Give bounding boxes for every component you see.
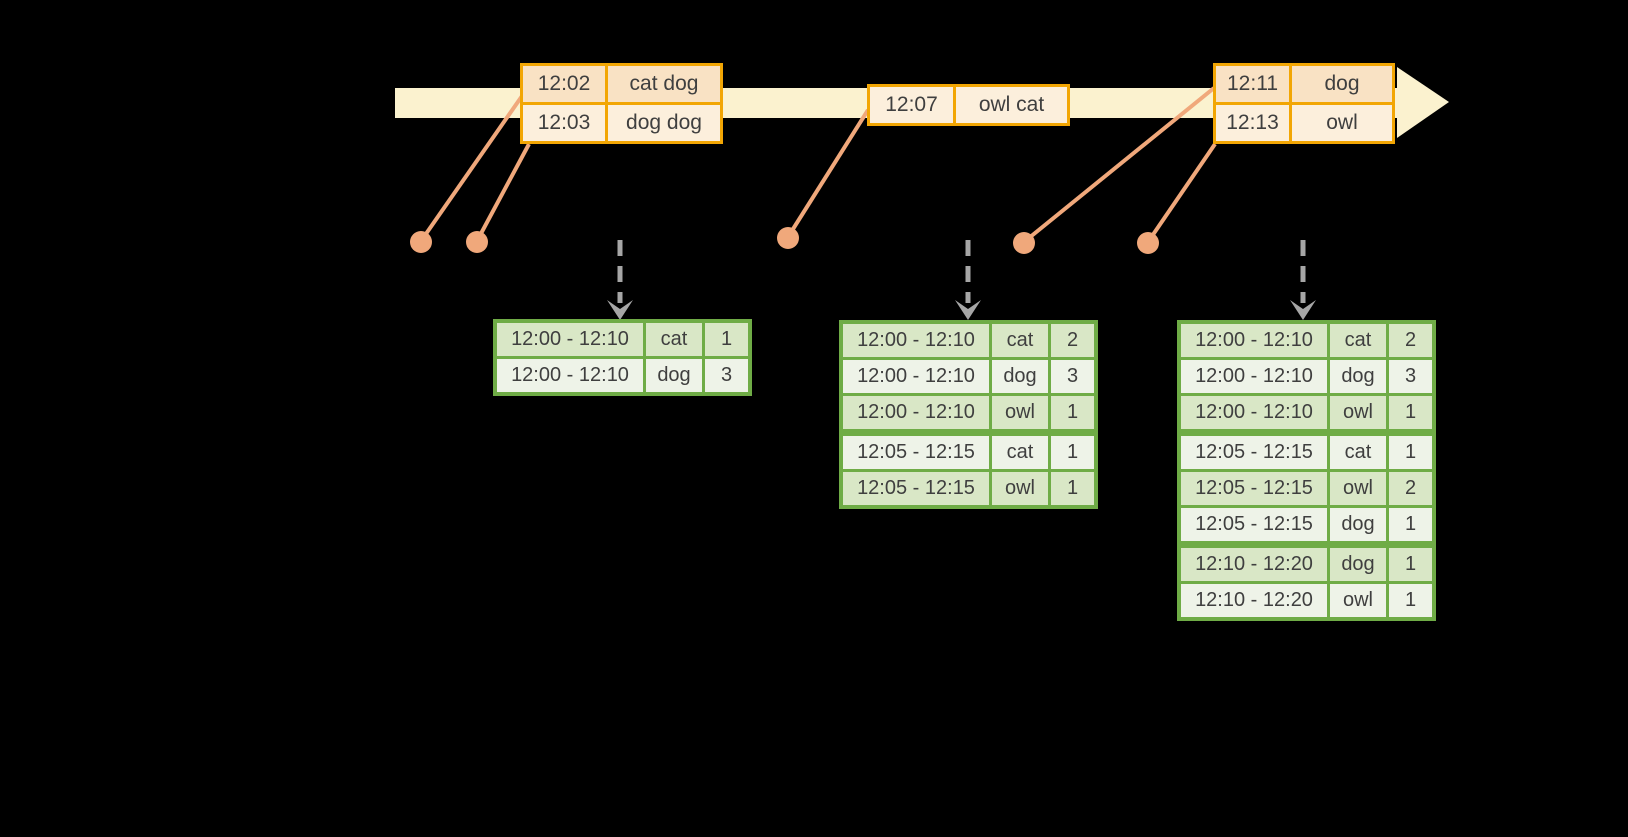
- word-cell: owl: [1330, 396, 1386, 429]
- word-cell: cat: [1330, 324, 1386, 357]
- count-cell: 1: [705, 323, 748, 356]
- count-cell: 1: [1051, 436, 1094, 469]
- window-range-cell: 12:05 - 12:15: [1181, 508, 1327, 541]
- event-connector-line-3: [786, 108, 870, 239]
- word-cell: owl: [992, 472, 1048, 505]
- word-cell: dog: [646, 359, 702, 392]
- word-cell: dog: [1330, 360, 1386, 393]
- word-cell: cat: [1330, 436, 1386, 469]
- word-cell: cat: [992, 436, 1048, 469]
- window-range-cell: 12:10 - 12:20: [1181, 584, 1327, 617]
- event-dot-2: [466, 231, 488, 253]
- event-words-cell: dog dog: [608, 105, 720, 141]
- count-cell: 1: [1389, 548, 1432, 581]
- count-cell: 1: [1051, 396, 1094, 429]
- count-cell: 1: [1051, 472, 1094, 505]
- event-words-cell: owl cat: [956, 87, 1067, 123]
- word-cell: dog: [992, 360, 1048, 393]
- event-time-cell: 12:11: [1216, 66, 1289, 102]
- word-cell: cat: [646, 323, 702, 356]
- count-cell: 1: [1389, 436, 1432, 469]
- event-connector-line-1: [419, 94, 524, 243]
- window-range-cell: 12:00 - 12:10: [1181, 324, 1327, 357]
- event-words-cell: dog: [1292, 66, 1392, 102]
- event-dot-1: [410, 231, 432, 253]
- event-time-cell: 12:03: [523, 105, 605, 141]
- window-range-cell: 12:05 - 12:15: [1181, 436, 1327, 469]
- window-range-cell: 12:05 - 12:15: [843, 472, 989, 505]
- trigger-arrowhead-icon-1: [607, 300, 633, 320]
- window-range-cell: 12:00 - 12:10: [843, 324, 989, 357]
- event-dot-3: [777, 227, 799, 249]
- word-cell: dog: [1330, 548, 1386, 581]
- count-cell: 2: [1389, 472, 1432, 505]
- word-cell: cat: [992, 324, 1048, 357]
- event-words-cell: owl: [1292, 105, 1392, 141]
- word-cell: owl: [992, 396, 1048, 429]
- window-range-cell: 12:00 - 12:10: [497, 359, 643, 392]
- count-cell: 2: [1389, 324, 1432, 357]
- window-range-cell: 12:10 - 12:20: [1181, 548, 1327, 581]
- count-cell: 2: [1051, 324, 1094, 357]
- window-range-cell: 12:00 - 12:10: [1181, 396, 1327, 429]
- count-cell: 3: [1051, 360, 1094, 393]
- event-time-cell: 12:02: [523, 66, 605, 102]
- word-cell: owl: [1330, 584, 1386, 617]
- window-range-cell: 12:00 - 12:10: [497, 323, 643, 356]
- window-range-cell: 12:00 - 12:10: [1181, 360, 1327, 393]
- timeline-arrowhead-icon: [1397, 67, 1449, 138]
- window-range-cell: 12:00 - 12:10: [843, 360, 989, 393]
- trigger-arrowhead-icon-3: [1290, 300, 1316, 320]
- event-dot-4: [1013, 232, 1035, 254]
- event-connector-line-2: [475, 143, 531, 242]
- event-time-cell: 12:07: [870, 87, 953, 123]
- count-cell: 3: [705, 359, 748, 392]
- window-range-cell: 12:05 - 12:15: [1181, 472, 1327, 505]
- event-time-cell: 12:13: [1216, 105, 1289, 141]
- count-cell: 1: [1389, 508, 1432, 541]
- trigger-arrowhead-icon-2: [955, 300, 981, 320]
- count-cell: 1: [1389, 396, 1432, 429]
- event-words-cell: cat dog: [608, 66, 720, 102]
- word-cell: dog: [1330, 508, 1386, 541]
- window-range-cell: 12:00 - 12:10: [843, 396, 989, 429]
- event-dot-5: [1137, 232, 1159, 254]
- word-cell: owl: [1330, 472, 1386, 505]
- event-connector-line-4: [1022, 86, 1216, 244]
- count-cell: 1: [1389, 584, 1432, 617]
- count-cell: 3: [1389, 360, 1432, 393]
- event-connector-line-5: [1146, 142, 1217, 244]
- window-range-cell: 12:05 - 12:15: [843, 436, 989, 469]
